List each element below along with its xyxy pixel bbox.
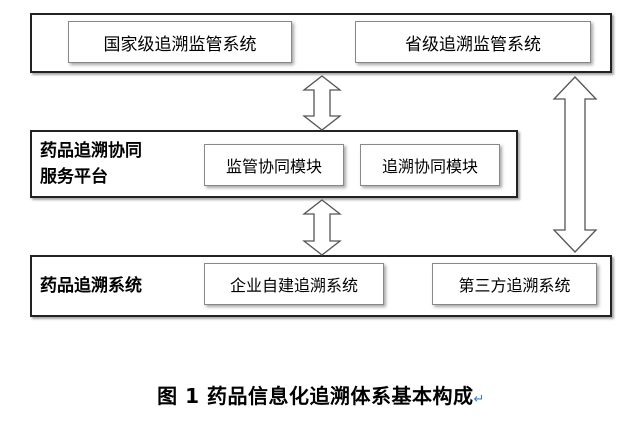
trace-system-label: 药品追溯系统 <box>40 276 142 296</box>
trace-coordination-module-box: 追溯协同模块 <box>360 144 500 186</box>
enterprise-trace-system-box: 企业自建追溯系统 <box>204 263 384 305</box>
return-mark-icon: ↵ <box>473 392 485 407</box>
service-platform-label: 药品追溯协同 服务平台 <box>40 138 142 190</box>
third-party-trace-system-box: 第三方追溯系统 <box>432 263 597 305</box>
provincial-supervision-system-box: 省级追溯监管系统 <box>355 21 591 63</box>
service-platform-label-line2: 服务平台 <box>40 167 108 187</box>
supervision-coordination-module-box: 监管协同模块 <box>204 144 344 186</box>
provincial-thirdparty-double-arrow <box>552 76 598 253</box>
national-platform-double-arrow <box>302 75 342 131</box>
platform-trace-double-arrow <box>302 199 342 256</box>
national-supervision-system-box: 国家级追溯监管系统 <box>68 21 292 63</box>
service-platform-label-line1: 药品追溯协同 <box>40 141 142 161</box>
figure-caption-text: 图 1 药品信息化追溯体系基本构成 <box>157 384 474 408</box>
figure-caption: 图 1 药品信息化追溯体系基本构成↵ <box>0 380 642 409</box>
